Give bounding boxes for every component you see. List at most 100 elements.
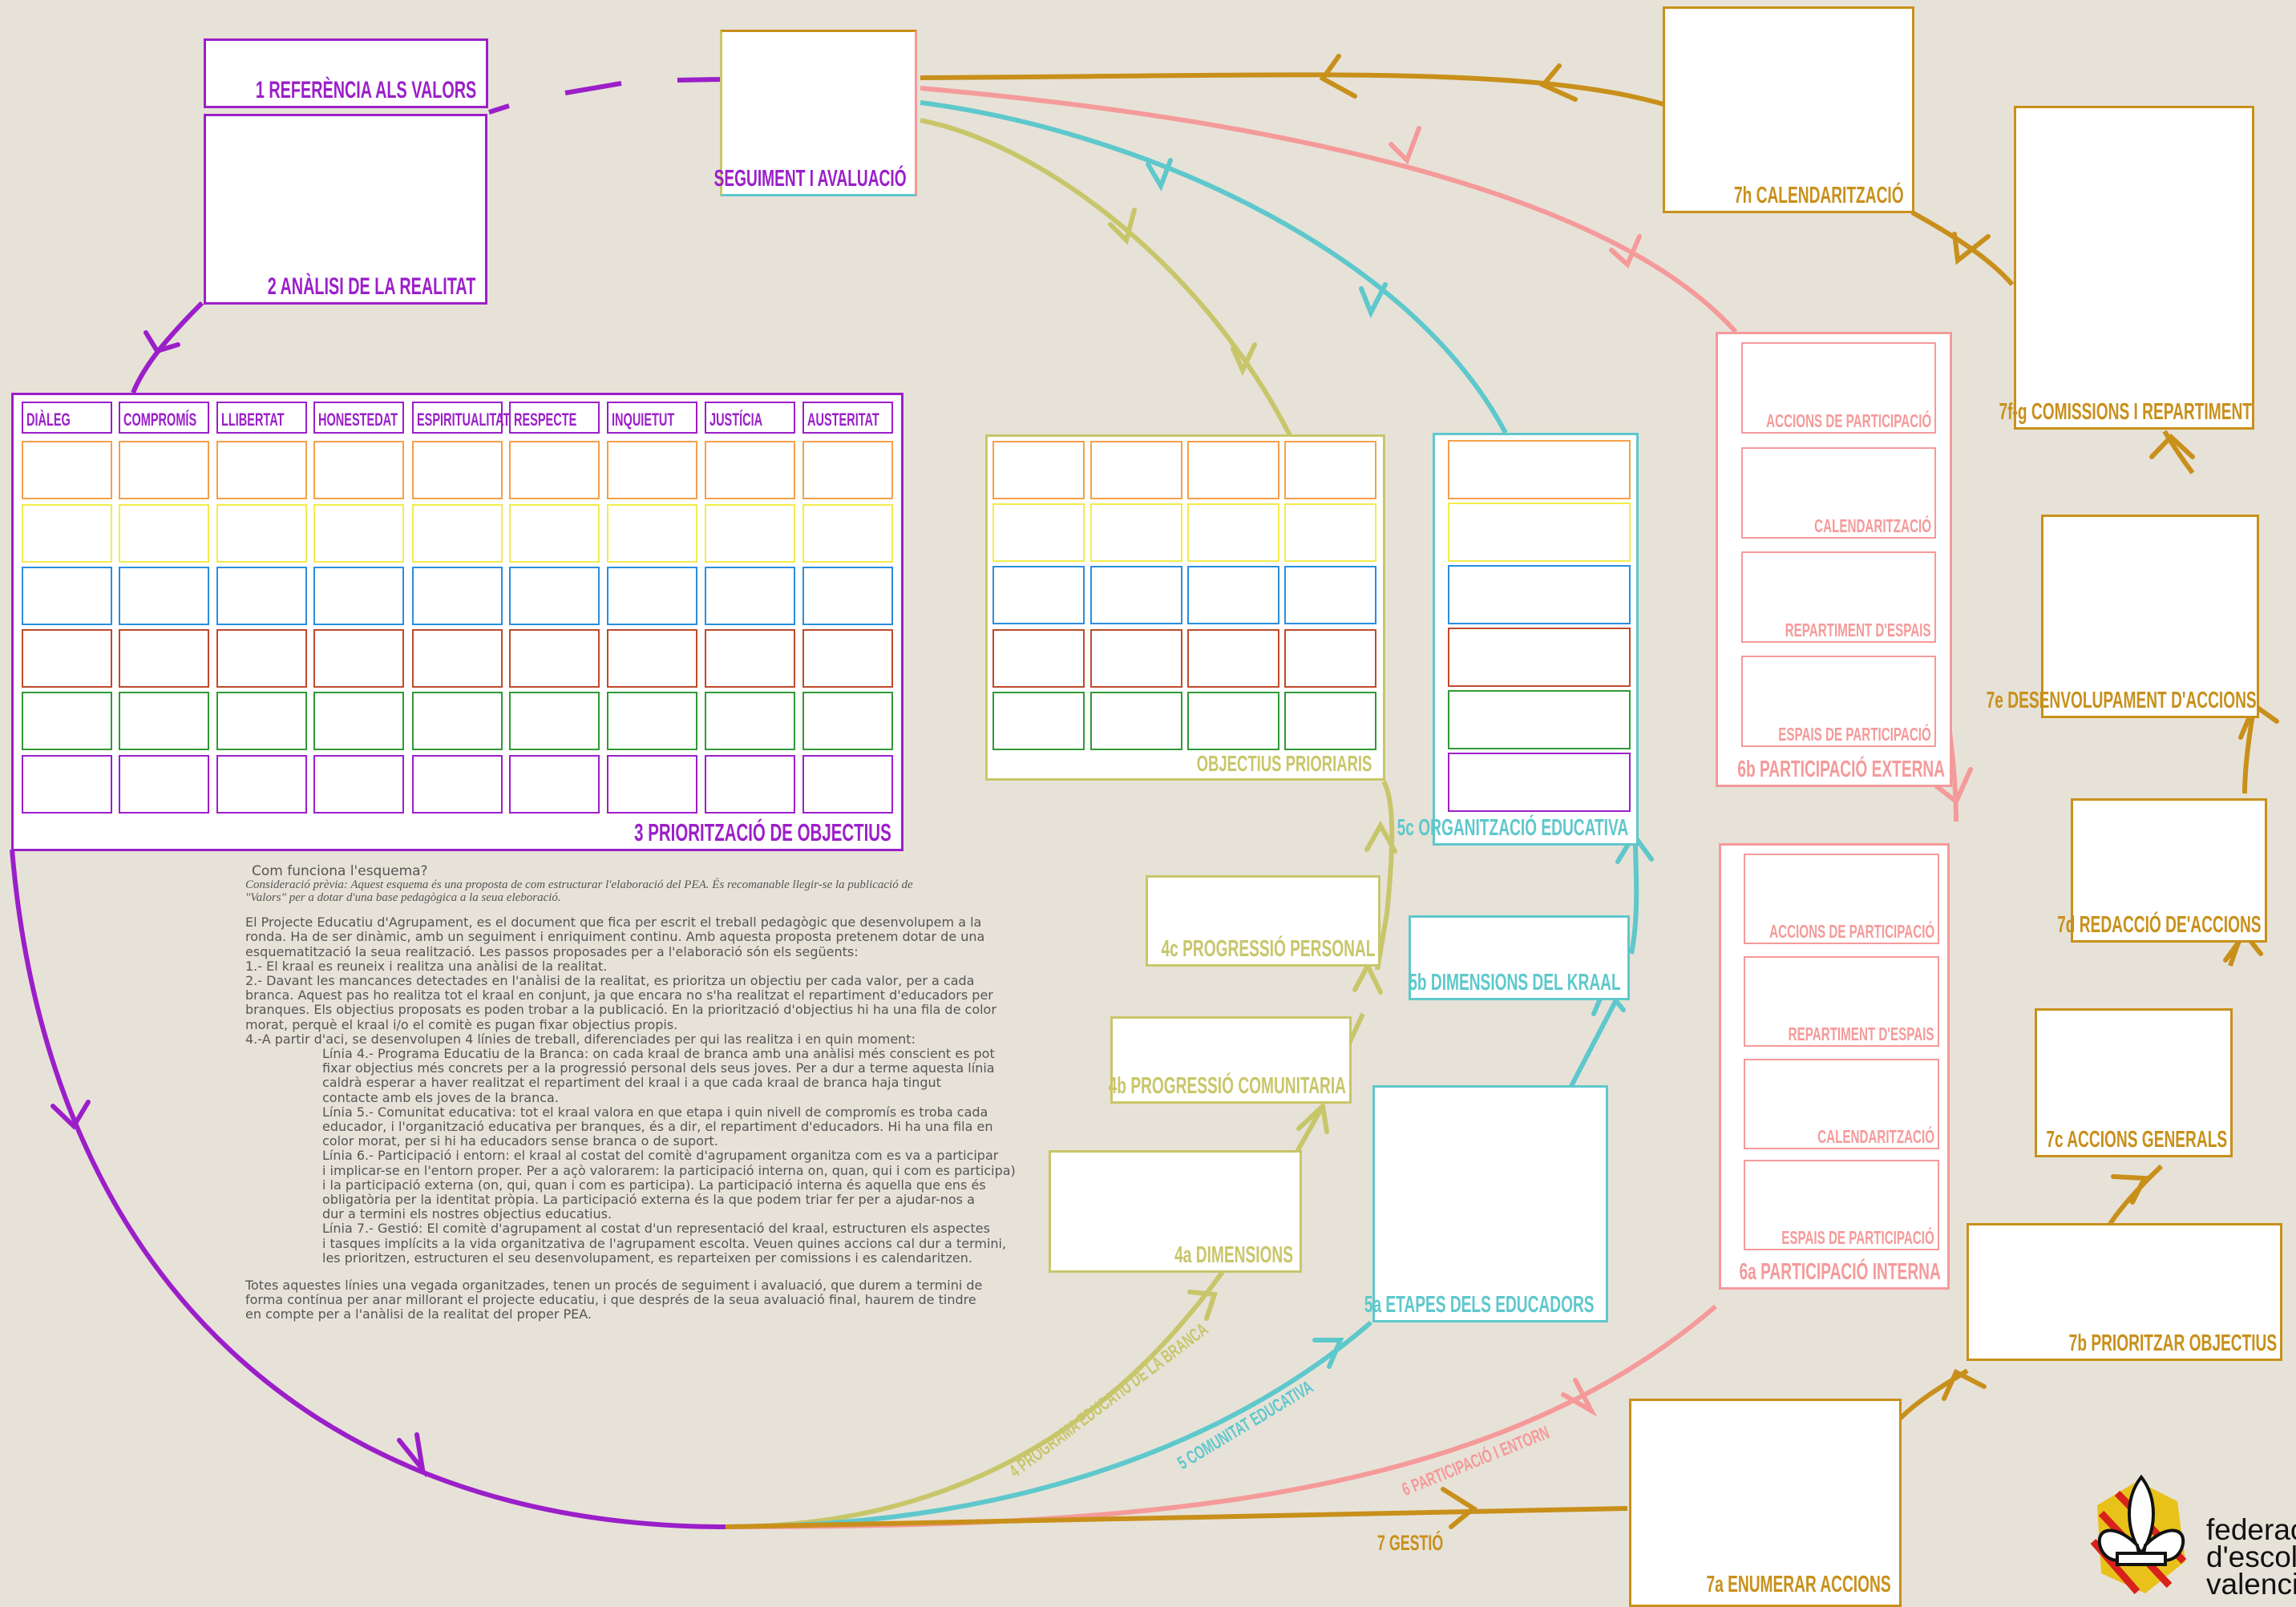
objective-cell (22, 755, 112, 814)
priority-cell (1090, 566, 1182, 624)
box-dimensions-kraal: 5b DIMENSIONS DEL KRAAL (1409, 915, 1630, 1000)
organitzacio-cell (1448, 565, 1631, 624)
objective-cell (705, 629, 795, 688)
value-header-label: RESPECTE (514, 410, 577, 430)
value-header-label: INQUIETUT (612, 410, 675, 430)
participacio-item-label: ACCIONS DE PARTICIPACIÓ (1765, 410, 1931, 431)
line-4-text: Línia 4.- Programa Educatiu de la Branca… (322, 1046, 995, 1105)
participacio-item-label: ESPAIS DE PARTICIPACIÓ (1778, 724, 1931, 745)
logo-line-3: valenci (2206, 1568, 2296, 1601)
objective-cell (22, 567, 112, 625)
objective-cell (22, 692, 112, 750)
participacio-item-label: CALENDARITZACIÓ (1817, 1126, 1934, 1147)
line-7-text: Línia 7.- Gestió: El comitè d'agrupament… (322, 1221, 1007, 1266)
value-header-label: DIÀLEG (26, 410, 71, 430)
box-calendaritzacio-label: 7h CALENDARITZACIÓ (1734, 183, 1904, 208)
box-progressio-personal-label: 4c PROGRESSIÓ PERSONAL (1161, 936, 1375, 962)
explanation-title: Com funciona l'esquema? (252, 863, 428, 879)
value-header-label: HONESTEDAT (318, 410, 398, 430)
participacio-item-box: ESPAIS DE PARTICIPACIÓ (1741, 656, 1936, 747)
objective-cell (22, 504, 112, 563)
participacio-item-box: ACCIONS DE PARTICIPACIÓ (1744, 854, 1939, 944)
objective-cell (412, 567, 503, 625)
box-ref-valors: 1 REFERÈNCIA ALS VALORS (204, 38, 488, 108)
objective-cell (22, 629, 112, 688)
priority-cell (992, 441, 1085, 499)
objective-cell (216, 755, 307, 814)
value-header-label: AUSTERITAT (807, 410, 879, 430)
objective-cell (509, 504, 600, 563)
purple-cycle-line (10, 849, 726, 1529)
box-analisi: 2 ANÀLISI DE LA REALITAT (204, 114, 487, 305)
priority-cell (1090, 441, 1182, 499)
box-seguiment-label: SEGUIMENT I AVALUACIÓ (714, 166, 907, 192)
value-header-label: JUSTÍCIA (709, 410, 763, 430)
priority-cell (1284, 629, 1376, 688)
objective-cell (216, 504, 307, 563)
arrowhead (1231, 342, 1257, 377)
box-progressio-comunitaria-label: 4b PROGRESSIÓ COMUNITARIA (1108, 1073, 1346, 1099)
teal-line-5 (725, 100, 1639, 1529)
fleur-de-lis-logo-icon (2090, 1474, 2187, 1594)
objective-cell (119, 755, 209, 814)
box-ref-valors-label: 1 REFERÈNCIA ALS VALORS (255, 77, 476, 103)
priority-cell (1090, 692, 1182, 750)
arrowhead (1928, 767, 1973, 806)
box-analisi-label: 2 ANÀLISI DE LA REALITAT (267, 273, 475, 300)
arrowhead (1319, 54, 1357, 99)
objective-cell (216, 692, 307, 750)
box-desenvolupament: 7e DESENVOLUPAMENT D'ACCIONS (1987, 515, 2259, 718)
priority-cell (992, 629, 1085, 688)
objective-cell (412, 441, 503, 499)
line-5-text: Línia 5.- Comunitat educativa: tot el kr… (322, 1104, 993, 1149)
arrowhead (1296, 1100, 1329, 1134)
objective-cell (313, 755, 404, 814)
objective-cell (313, 692, 404, 750)
objective-cell (119, 441, 209, 499)
box-calendaritzacio: 7h CALENDARITZACIÓ (1663, 6, 1914, 213)
objective-cell (216, 567, 307, 625)
priority-cell (992, 566, 1085, 624)
objective-cell (705, 692, 795, 750)
box-redaccio-label: 7d REDACCIÓ DE'ACCIONS (2057, 912, 2262, 938)
objective-cell (412, 755, 503, 814)
box-prioritzar: 7b PRIORITZAR OBJECTIUS (1967, 1223, 2282, 1361)
step-1: 1.- El kraal es reuneix i realitza una a… (245, 958, 608, 974)
objective-cell (802, 567, 893, 625)
arrowhead (2149, 433, 2195, 459)
value-header-cell: COMPROMÍS (119, 402, 209, 434)
objective-cell (705, 567, 795, 625)
box-objectius-prioritaris: OBJECTIUS PRIORIARIS (985, 434, 1385, 781)
objective-cell (802, 755, 893, 814)
organitzacio-cell (1448, 628, 1631, 687)
value-header-cell: RESPECTE (509, 402, 600, 434)
box-participacio-interna: ACCIONS DE PARTICIPACIÓ REPARTIMENT D'ESP… (1719, 843, 1950, 1290)
box-etapes-label: 5a ETAPES DELS EDUCADORS (1364, 1292, 1595, 1318)
arrowhead (1187, 1290, 1219, 1321)
objective-cell (216, 629, 307, 688)
box-organitzacio-label: 5c ORGANITZACIÓ EDUCATIVA (1397, 815, 1628, 841)
participacio-item-box: REPARTIMENT D'ESPAIS (1744, 956, 1939, 1047)
box-externa-label: 6b PARTICIPACIÓ EXTERNA (1737, 757, 1945, 782)
objective-cell (119, 692, 209, 750)
box-dimensions-kraal-label: 5b DIMENSIONS DEL KRAAL (1409, 970, 1621, 995)
arrowhead (1561, 1378, 1598, 1417)
arrowhead (1952, 232, 1991, 265)
step-2: 2.- Davant les mancances detectades en l… (245, 973, 996, 1032)
participacio-item-label: REPARTIMENT D'ESPAIS (1789, 1024, 1934, 1044)
arrowhead (1108, 208, 1137, 245)
box-etapes: 5a ETAPES DELS EDUCADORS (1364, 1085, 1608, 1322)
value-header-cell: DIÀLEG (22, 402, 112, 434)
box-desenvolupament-label: 7e DESENVOLUPAMENT D'ACCIONS (1986, 688, 2257, 713)
value-header-cell: INQUIETUT (607, 402, 697, 434)
participacio-item-box: ESPAIS DE PARTICIPACIÓ (1744, 1160, 1939, 1250)
box-dimensions-label: 4a DIMENSIONS (1174, 1242, 1293, 1268)
objective-cell (607, 755, 697, 814)
objective-cell (802, 504, 893, 563)
objective-cell (607, 692, 697, 750)
objective-cell (119, 504, 209, 563)
participacio-item-label: CALENDARITZACIÓ (1814, 515, 1931, 536)
priority-cell (1187, 692, 1279, 750)
